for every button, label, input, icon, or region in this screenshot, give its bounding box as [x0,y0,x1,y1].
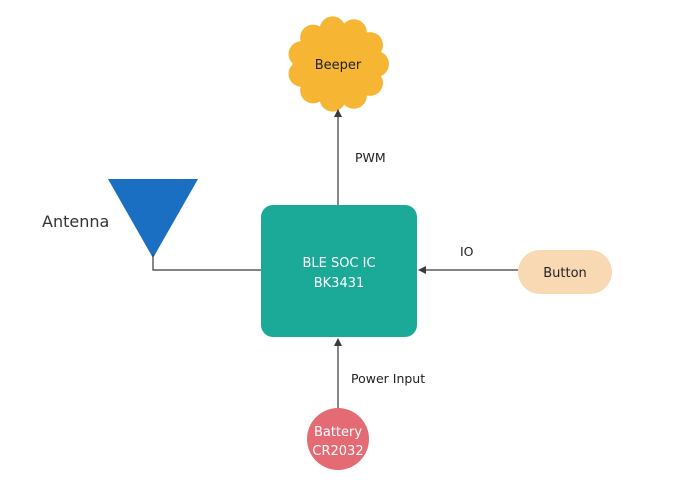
antenna-label: Antenna [42,212,109,231]
battery-label-line1: Battery [314,425,362,440]
battery-label-line2: CR2032 [312,444,363,459]
beeper-label: Beeper [315,58,362,73]
button-node: Button [518,250,612,294]
antenna-connector [152,254,261,271]
antenna-node: Antenna [42,179,198,258]
beeper-cloud-shape [288,16,389,112]
battery-node: Battery CR2032 [307,408,369,470]
beeper-core [298,27,378,101]
soc-node: BLE SOC IC BK3431 [261,205,417,337]
io-label: IO [460,244,474,259]
battery-circle [307,408,369,470]
button-label: Button [543,266,587,281]
soc-label-line2: BK3431 [314,276,365,291]
power-input-label: Power Input [351,371,425,386]
soc-label-line1: BLE SOC IC [302,256,375,271]
button-pill [518,250,612,294]
pwm-label: PWM [355,150,386,165]
antenna-icon [108,179,198,258]
soc-box [261,205,417,337]
beeper-node: Beeper [288,16,389,112]
